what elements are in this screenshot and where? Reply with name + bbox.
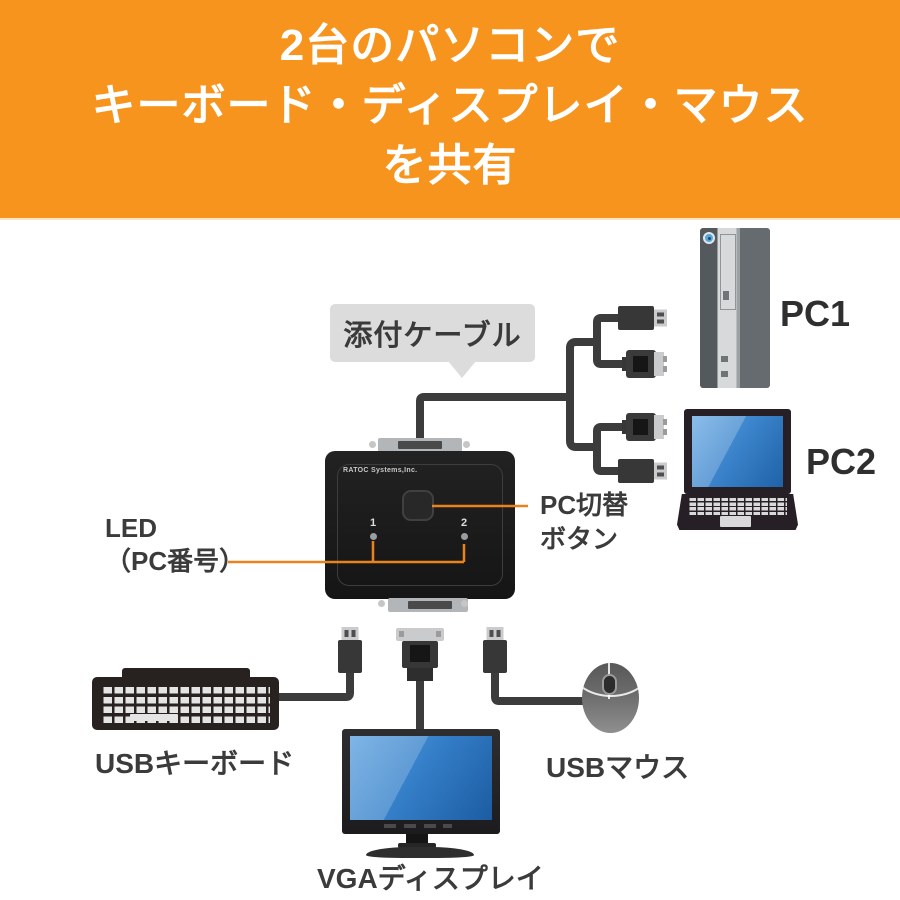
mouse-label: USBマウス <box>546 752 690 783</box>
led-label-line1: LED <box>105 513 157 543</box>
keyboard-top-ridge <box>122 668 250 679</box>
led1-number: 1 <box>369 517 377 529</box>
kvm-top-vga-port <box>378 438 462 452</box>
usb-plug-icon-pc2 <box>618 459 667 483</box>
usb-plug-icon-pc1 <box>618 306 667 330</box>
usb-mouse <box>582 663 639 733</box>
cable-callout-label: 添付ケーブル <box>343 320 522 352</box>
pc2-display-panel <box>692 416 783 487</box>
pc1-usb-slot2 <box>721 371 728 377</box>
bubble-tail <box>448 361 476 378</box>
cable-keyboard <box>276 670 354 701</box>
switch-button-label-line2: ボタン <box>540 524 619 554</box>
kvm-bottom-vga-port <box>388 598 468 612</box>
pc1-optical-drive <box>720 234 736 310</box>
keyboard-keys-grid <box>101 684 270 723</box>
led-label-line2: （PC番号） <box>105 546 246 576</box>
pc1-drive-button <box>723 291 729 300</box>
kvm-top-screw-right <box>463 441 470 448</box>
pc2-keyboard-keys <box>688 497 787 515</box>
pc1-label: PC1 <box>780 293 851 334</box>
pc-switch-button[interactable] <box>402 490 434 521</box>
banner-title-line1: 2台のパソコンで <box>279 21 621 70</box>
banner-title-line3: を共有 <box>382 141 518 190</box>
pc1-power-button-icon <box>703 232 715 244</box>
monitor-stand-neck <box>406 834 428 844</box>
keyboard-label: USBキーボード <box>95 748 295 779</box>
monitor-button1 <box>384 824 396 828</box>
kvm-top-port-inner <box>398 441 442 449</box>
cable-branch-pc1 <box>593 314 630 368</box>
header-banner: 2台のパソコンで キーボード・ディスプレイ・マウス を共有 <box>0 0 900 220</box>
led-label: LED （PC番号） <box>105 512 245 578</box>
display-label: VGAディスプレイ <box>317 863 544 894</box>
pc2-label: PC2 <box>806 441 877 482</box>
led1-dot <box>370 533 377 540</box>
cable-mouse <box>491 670 586 705</box>
vga-plug-icon-pc1 <box>622 350 667 378</box>
cable-trunk <box>566 338 597 451</box>
pc1-usb-slot1 <box>721 356 728 362</box>
kvm-top-screw-left <box>369 441 376 448</box>
kvm-bottom-screw-right <box>461 600 468 607</box>
pc2-trackpad <box>720 516 751 527</box>
usb-plug-icon-mouse <box>483 627 507 673</box>
cable-branch-pc2 <box>593 423 630 475</box>
banner-title-line2: キーボード・ディスプレイ・マウス <box>91 81 809 130</box>
kvm-panel-outline <box>337 464 503 586</box>
led2-number: 2 <box>460 517 468 529</box>
switch-button-label: PC切替 ボタン <box>540 488 628 556</box>
pc1-tower <box>700 228 770 388</box>
kvm-bottom-port-inner <box>408 601 452 609</box>
monitor-button2 <box>404 824 416 828</box>
usb-keyboard <box>92 677 279 730</box>
kvm-switch: RATOC Systems,Inc. 1 2 <box>325 451 515 599</box>
pc2-laptop-screen <box>684 409 791 494</box>
monitor-stand-base <box>366 847 474 858</box>
monitor-stand-collar <box>398 843 436 848</box>
switch-button-label-line1: PC切替 <box>540 490 629 520</box>
mouse-scroll-wheel-icon <box>602 674 617 695</box>
kvm-bottom-screw-left <box>378 600 385 607</box>
monitor-button3 <box>424 824 436 828</box>
vga-display-monitor <box>342 729 500 834</box>
kvm-brand-logo: RATOC Systems,Inc. <box>343 467 418 474</box>
mouse-button-seam <box>582 663 639 697</box>
usb-plug-icon-keyboard <box>338 627 362 673</box>
vga-plug-icon-pc2 <box>622 413 667 441</box>
monitor-button4 <box>443 824 452 828</box>
keyboard-spacebar <box>130 714 178 721</box>
led2-dot <box>461 533 468 540</box>
vga-plug-icon-display <box>396 628 444 681</box>
monitor-screen <box>350 736 492 820</box>
pc2-laptop-base <box>677 494 798 530</box>
cable-callout-bubble: 添付ケーブル <box>330 304 535 362</box>
